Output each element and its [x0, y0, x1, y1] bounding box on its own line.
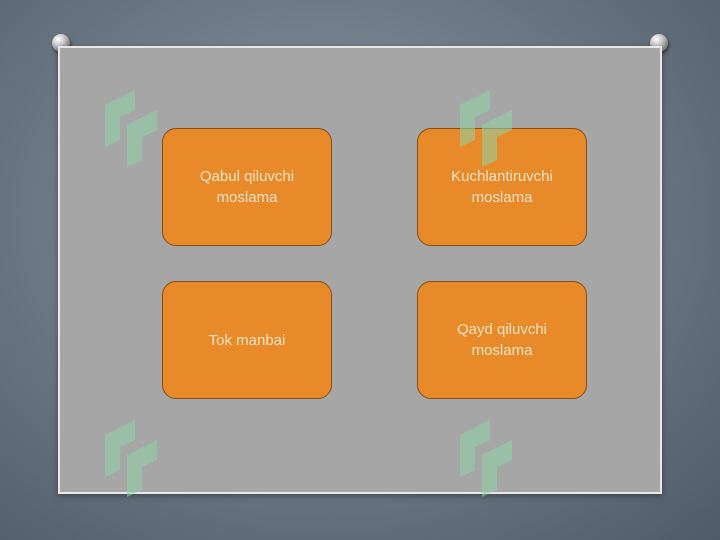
watermark-logo-icon [460, 90, 512, 167]
node-receiver-label: Qabul qiluvchi moslama [199, 168, 295, 206]
node-power-source-label: Tok manbai [208, 331, 286, 349]
node-amplifier: Kuchlantiruvchi moslama [417, 128, 587, 246]
node-recorder: Qayd qiluvchi moslama [417, 281, 587, 399]
node-recorder-label: Qayd qiluvchi moslama [456, 321, 548, 359]
slide-board [58, 46, 662, 494]
watermark-logo-icon [460, 420, 512, 497]
watermark-logo-icon [105, 420, 157, 497]
node-power-source: Tok manbai [162, 281, 332, 399]
node-receiver: Qabul qiluvchi moslama [162, 128, 332, 246]
watermark-logo-icon [105, 90, 157, 167]
node-amplifier-label: Kuchlantiruvchi moslama [451, 168, 553, 206]
